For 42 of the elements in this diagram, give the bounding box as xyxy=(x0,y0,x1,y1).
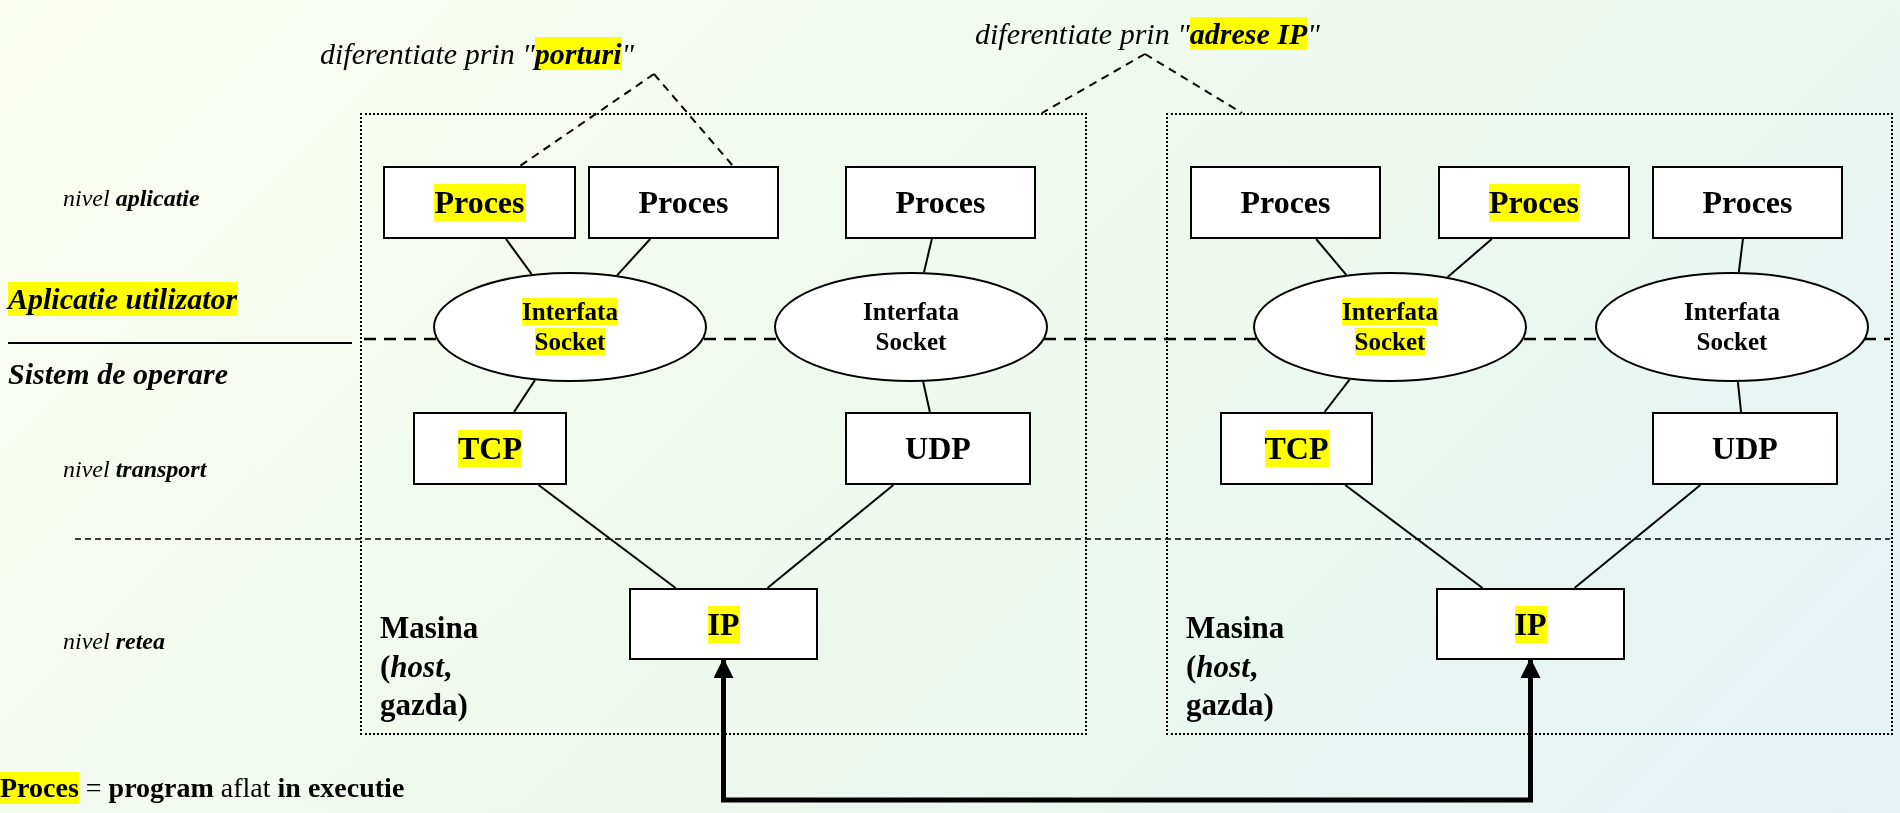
process-box: Proces xyxy=(845,166,1036,239)
connector-line xyxy=(1315,238,1348,276)
connector-line xyxy=(537,484,677,589)
connector-line xyxy=(1573,484,1702,589)
process-box: Proces xyxy=(383,166,576,239)
connector-line xyxy=(1736,380,1743,413)
connector-line xyxy=(1323,378,1351,413)
leader-line xyxy=(519,73,655,167)
leader-line xyxy=(1041,53,1146,114)
connector-line xyxy=(513,379,536,413)
process-box: UDP xyxy=(845,412,1031,485)
layer-label: nivel aplicatie xyxy=(63,185,200,212)
layer-label: nivel transport xyxy=(63,456,207,483)
connector-line xyxy=(1446,238,1493,279)
host-box xyxy=(1166,113,1893,735)
connector-line xyxy=(1737,238,1744,274)
connector-line xyxy=(922,380,931,413)
process-box: IP xyxy=(629,588,818,660)
connector-line xyxy=(922,238,933,274)
leader-line xyxy=(1144,53,1243,114)
host-label: Masina (host, gazda) xyxy=(380,608,480,725)
process-box: Proces xyxy=(588,166,779,239)
layer-label: nivel retea xyxy=(63,628,165,655)
boundary-label: Sistem de operare xyxy=(8,357,228,391)
interface-ellipse: Interfata Socket xyxy=(774,272,1048,382)
host-label: Masina (host, gazda) xyxy=(1186,608,1286,725)
definition-note: Proces = program aflat in executie xyxy=(0,772,405,804)
host-box xyxy=(360,113,1087,735)
connector-line xyxy=(616,238,652,277)
process-box: UDP xyxy=(1652,412,1838,485)
process-box: Proces xyxy=(1190,166,1381,239)
leader-line xyxy=(653,73,734,167)
process-box: TCP xyxy=(413,412,567,485)
interface-ellipse: Interfata Socket xyxy=(1595,272,1869,382)
process-box: Proces xyxy=(1438,166,1630,239)
connector-line xyxy=(1344,484,1484,589)
arrow xyxy=(713,658,1541,803)
process-box: TCP xyxy=(1220,412,1373,485)
connector-line xyxy=(505,238,533,276)
process-box: IP xyxy=(1436,588,1625,660)
process-box: Proces xyxy=(1652,166,1843,239)
connector-line xyxy=(766,484,895,589)
